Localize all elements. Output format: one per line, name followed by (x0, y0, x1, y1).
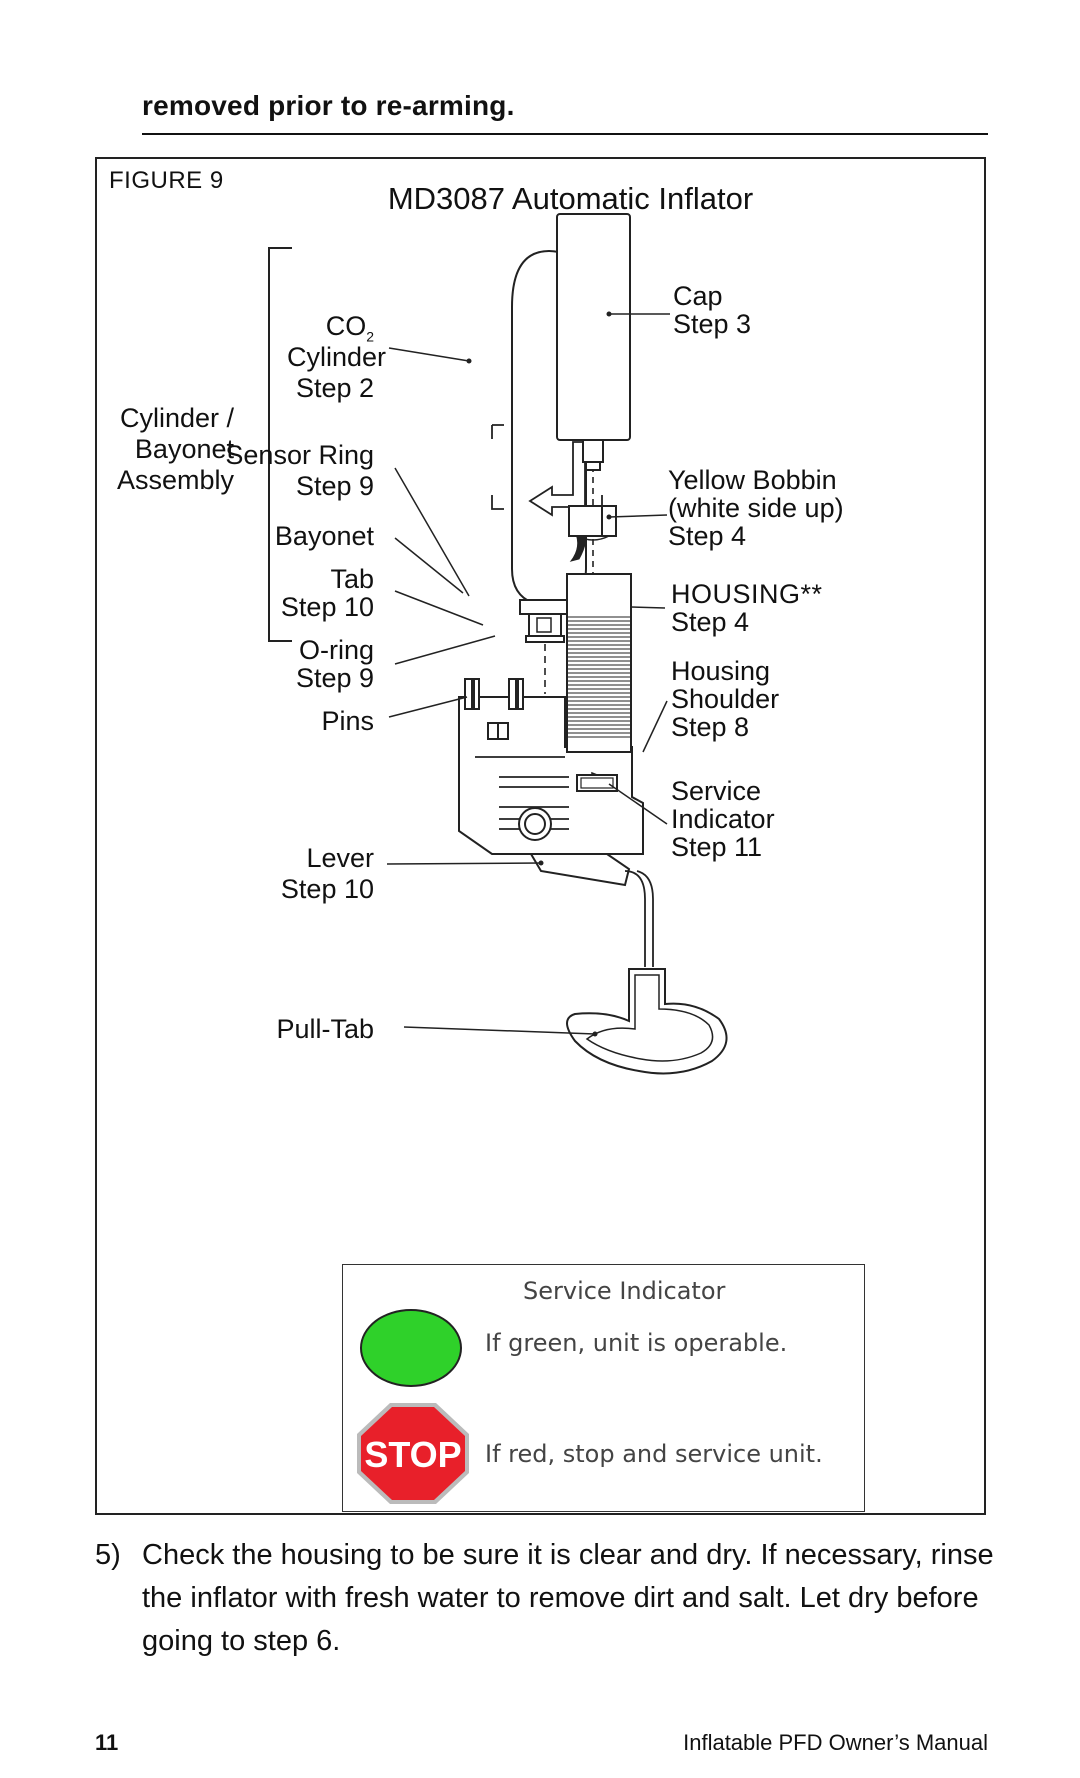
bobbin-step: Step 4 (668, 521, 747, 551)
assembly-label-3: Assembly (116, 465, 234, 495)
oring-step: Step 9 (295, 663, 374, 693)
pins-label: Pins (321, 706, 374, 736)
page-number: 11 (95, 1730, 119, 1755)
red-status-text: If red, stop and service unit. (485, 1440, 823, 1468)
assembly-label-1: Cylinder / (119, 403, 234, 433)
stop-sign-text: STOP (364, 1434, 461, 1475)
step-text: Check the housing to be sure it is clear… (142, 1539, 994, 1657)
step-number: 5) (95, 1539, 121, 1571)
service-step: Step 11 (671, 832, 763, 862)
assembly-bracket (268, 247, 292, 642)
sensor-ring-step: Step 9 (295, 471, 374, 501)
figure-9: FIGURE 9 MD3087 Automatic Inflator (95, 157, 986, 1515)
service-label-2: Indicator (671, 804, 775, 834)
yellow-bobbin (568, 505, 617, 537)
bobbin-note: (white side up) (668, 493, 844, 523)
cap-step: Step 3 (673, 309, 752, 339)
lever-label: Lever (306, 843, 374, 873)
shoulder-step: Step 8 (671, 712, 750, 742)
shoulder-label-2: Shoulder (671, 684, 780, 714)
bobbin-label: Yellow Bobbin (668, 465, 837, 495)
leader-lines (386, 313, 670, 1035)
legend-title: Service Indicator (523, 1277, 726, 1305)
cylinder-label: Cylinder (286, 342, 386, 372)
sensor-ring-label: Sensor Ring (225, 440, 374, 470)
housing-step: Step 4 (671, 607, 750, 637)
continued-sentence: removed prior to re-arming. (142, 90, 515, 121)
pull-tab (566, 968, 728, 1075)
cylinder-step: Step 2 (295, 373, 374, 403)
o-ring (525, 635, 565, 643)
green-indicator-icon (360, 1309, 462, 1387)
step-5-paragraph: 5) Check the housing to be sure it is cl… (95, 1534, 995, 1663)
pull-tab-label: Pull-Tab (276, 1014, 374, 1044)
bayonet-label: Bayonet (274, 521, 374, 551)
shoulder-label-1: Housing (671, 656, 771, 686)
pull-cord (624, 870, 654, 967)
housing-threads (567, 616, 631, 738)
inflator-drawing (268, 213, 728, 1075)
co2-subscript: 2 (366, 328, 374, 345)
tab-label: Tab (330, 564, 374, 594)
oring-label: O-ring (298, 635, 374, 665)
co2-text: CO (325, 311, 367, 341)
housing-label: HOUSING** (671, 579, 823, 609)
assembly-label-2: Bayonet (134, 434, 234, 464)
lever (529, 853, 631, 887)
figure-title: MD3087 Automatic Inflator (387, 181, 754, 216)
lever-step: Step 10 (280, 874, 374, 904)
service-label-1: Service (671, 776, 762, 806)
green-status-text: If green, unit is operable. (485, 1329, 788, 1357)
tab-step: Step 10 (280, 592, 374, 622)
cap-label: Cap (673, 281, 723, 311)
housing (566, 573, 632, 753)
cap (556, 213, 631, 441)
co2-label: CO2 (326, 311, 374, 352)
header-rule (142, 133, 988, 135)
manual-title: Inflatable PFD Owner’s Manual (683, 1730, 988, 1755)
bayonet (519, 599, 571, 615)
figure-label: FIGURE 9 (109, 167, 224, 194)
service-indicator-legend: Service Indicator If green, unit is oper… (342, 1264, 865, 1512)
stop-sign-icon: STOP (357, 1403, 469, 1504)
